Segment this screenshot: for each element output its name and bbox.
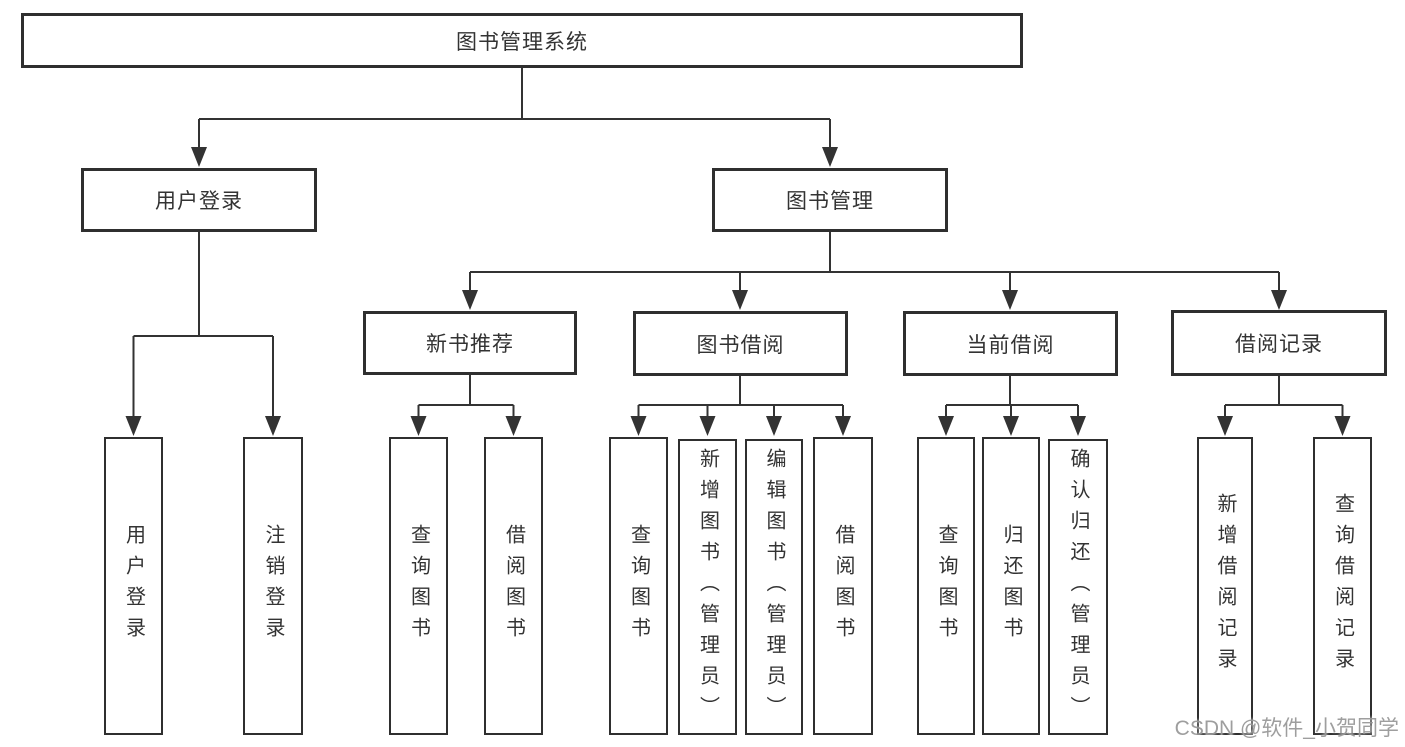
arrowhead xyxy=(125,416,142,436)
node-book-management: 图书管理 xyxy=(712,168,948,232)
csdn-watermark: CSDN @软件_小贺同学 xyxy=(1174,717,1399,740)
leaf-confirm-return-admin-label: 确认归还（管理员） xyxy=(1067,447,1089,727)
arrowhead xyxy=(505,416,522,436)
connector-recommend-to-leaves xyxy=(417,375,515,420)
node-current-borrow-label: 当前借阅 xyxy=(966,333,1055,357)
node-root: 图书管理系统 xyxy=(21,13,1023,68)
leaf-edit-book-admin-label: 编辑图书（管理员） xyxy=(763,447,785,727)
arrowhead xyxy=(630,416,647,436)
leaf-borrow-book-2-label: 借阅图书 xyxy=(832,524,854,648)
connector-bookmgmt-to-level3 xyxy=(469,232,1280,293)
leaf-query-book-1: 查询图书 xyxy=(389,437,448,735)
arrowheads xyxy=(125,147,1351,436)
arrowhead xyxy=(265,416,281,436)
node-new-book-recommend-label: 新书推荐 xyxy=(426,333,514,356)
arrowhead xyxy=(822,147,838,167)
connector-borrow-to-leaves xyxy=(637,376,844,420)
arrowhead xyxy=(699,416,716,436)
leaf-add-book-admin-label: 新增图书（管理员） xyxy=(696,447,719,727)
node-root-label: 图书管理系统 xyxy=(456,30,588,54)
leaf-borrow-book-1: 借阅图书 xyxy=(484,437,543,735)
node-user-login-label: 用户登录 xyxy=(155,190,243,213)
node-book-borrow: 图书借阅 xyxy=(633,311,848,376)
leaf-confirm-return-admin: 确认归还（管理员） xyxy=(1048,439,1108,735)
arrowhead xyxy=(1003,416,1019,436)
leaf-add-book-admin: 新增图书（管理员） xyxy=(678,439,737,735)
leaf-borrow-book-2: 借阅图书 xyxy=(813,437,873,735)
arrowhead xyxy=(938,416,954,436)
node-new-book-recommend: 新书推荐 xyxy=(363,311,577,375)
node-borrow-record-label: 借阅记录 xyxy=(1235,333,1323,356)
leaf-user-login-label: 用户登录 xyxy=(122,524,145,648)
arrowhead xyxy=(191,147,207,167)
leaf-return-book: 归还图书 xyxy=(982,437,1040,735)
node-book-borrow-label: 图书借阅 xyxy=(696,333,785,357)
leaf-edit-book-admin: 编辑图书（管理员） xyxy=(745,439,803,735)
leaf-query-book-1-label: 查询图书 xyxy=(407,524,430,648)
arrowhead xyxy=(462,290,478,310)
arrowhead xyxy=(1271,290,1287,310)
arrowhead xyxy=(732,290,748,310)
arrowhead xyxy=(835,416,851,436)
node-book-management-label: 图书管理 xyxy=(786,190,874,213)
arrowhead xyxy=(1217,416,1233,436)
leaf-query-book-2-label: 查询图书 xyxy=(627,524,650,648)
leaf-query-book-3-label: 查询图书 xyxy=(935,524,957,648)
node-borrow-record: 借阅记录 xyxy=(1171,310,1387,376)
connector-root-to-level2 xyxy=(198,68,831,150)
leaf-user-login: 用户登录 xyxy=(104,437,163,735)
leaf-add-borrow-record: 新增借阅记录 xyxy=(1197,437,1253,735)
leaf-query-borrow-record: 查询借阅记录 xyxy=(1313,437,1372,735)
leaf-return-book-label: 归还图书 xyxy=(1000,524,1022,648)
arrowhead xyxy=(766,416,782,436)
arrowhead xyxy=(1334,416,1351,436)
connector-current-to-leaves xyxy=(945,376,1079,420)
node-current-borrow: 当前借阅 xyxy=(903,311,1118,376)
leaf-query-book-3: 查询图书 xyxy=(917,437,975,735)
leaf-logout: 注销登录 xyxy=(243,437,303,735)
connector-userlogin-to-leaves xyxy=(132,232,274,420)
leaf-add-borrow-record-label: 新增借阅记录 xyxy=(1214,493,1236,679)
node-user-login: 用户登录 xyxy=(81,168,317,232)
leaf-logout-label: 注销登录 xyxy=(262,524,284,648)
leaf-borrow-book-1-label: 借阅图书 xyxy=(502,524,525,648)
leaf-query-book-2: 查询图书 xyxy=(609,437,668,735)
connector-record-to-leaves xyxy=(1224,376,1344,420)
arrowhead xyxy=(1070,416,1086,436)
arrowhead xyxy=(1002,290,1018,310)
leaf-query-borrow-record-label: 查询借阅记录 xyxy=(1331,493,1354,679)
arrowhead xyxy=(410,416,427,436)
